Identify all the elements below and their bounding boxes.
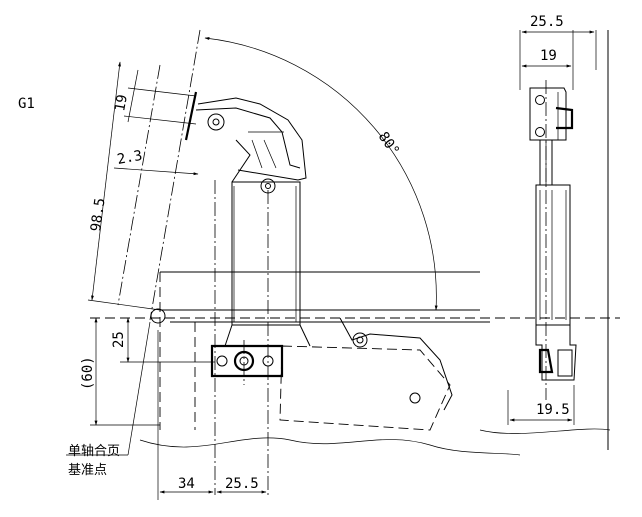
pivot-note-line2: 基准点	[68, 463, 107, 478]
pivot-note-line1: 单轴合页	[68, 444, 120, 459]
dim-19-left: 19	[112, 93, 131, 112]
dim-25-5-top: 25.5	[530, 14, 564, 30]
dimension-lines	[66, 37, 438, 500]
cabinet-outline	[90, 30, 620, 456]
dim-2-3: 2.3	[116, 148, 144, 168]
pivot-reference-point	[150, 308, 166, 324]
dim-98-5: 98.5	[88, 197, 109, 233]
dim-19-top: 19	[540, 48, 557, 64]
drawing-id-label: G1	[18, 96, 35, 112]
arm-pivot-circle	[207, 113, 225, 131]
dim-25: 25	[111, 331, 127, 348]
hinge-front-view	[184, 91, 453, 431]
dim-34: 34	[178, 476, 195, 492]
dim-60: (60)	[80, 356, 96, 390]
hinge-side-view	[507, 30, 597, 425]
dim-25-5-bottom: 25.5	[225, 476, 259, 492]
dim-19-5: 19.5	[536, 402, 570, 418]
